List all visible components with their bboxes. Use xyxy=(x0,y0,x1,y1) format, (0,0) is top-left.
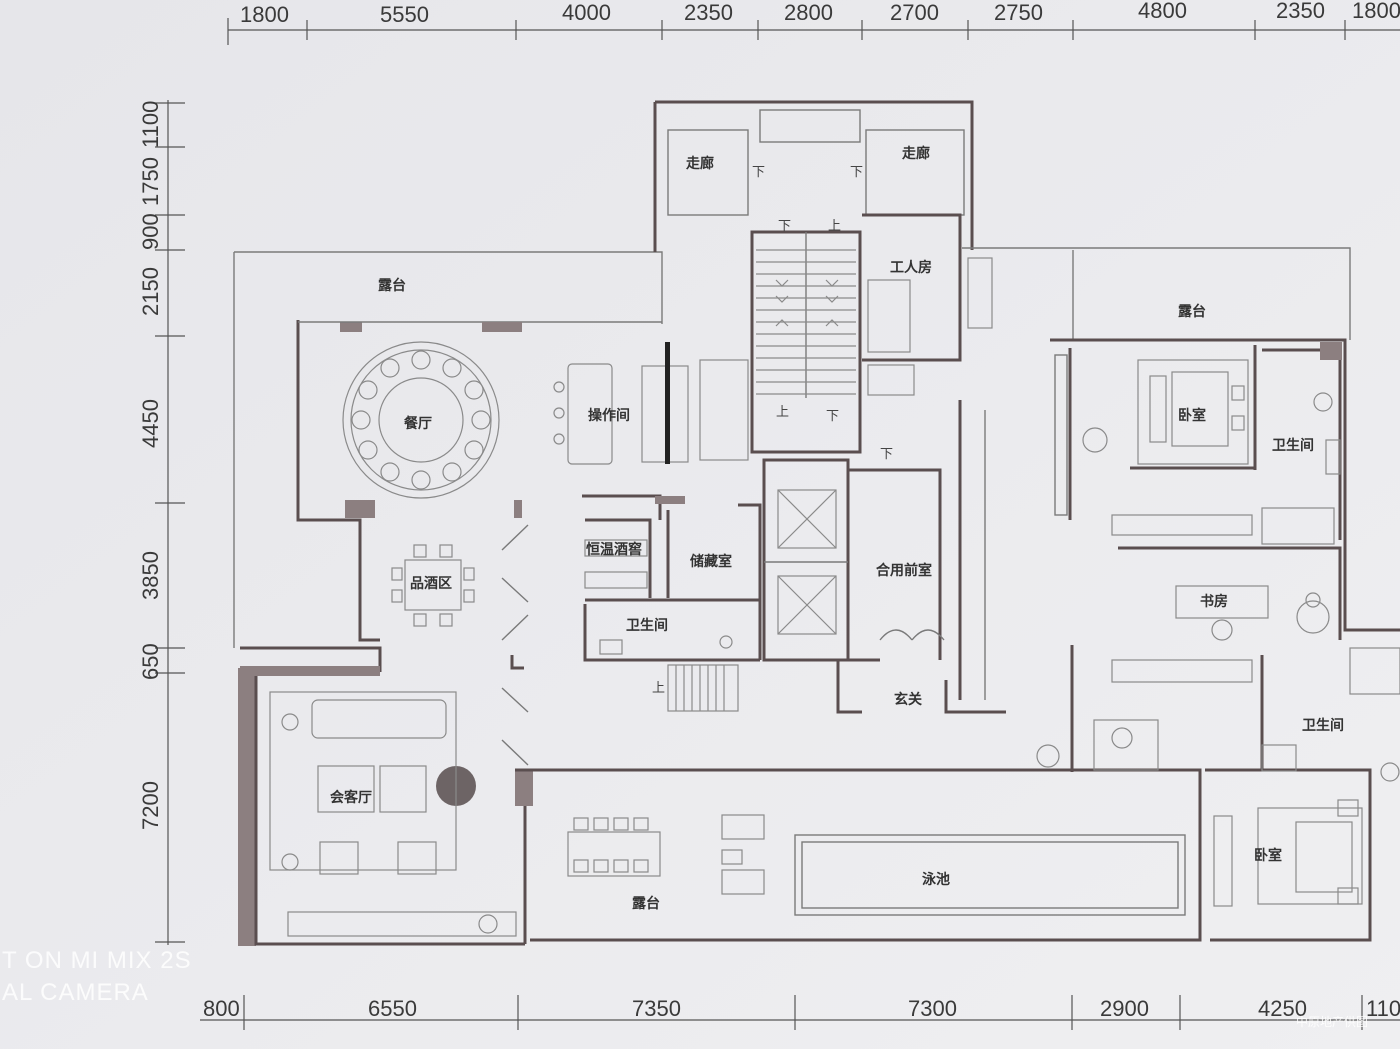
top-dim-9: 2350 xyxy=(1276,0,1325,23)
exterior-walls xyxy=(233,100,1400,946)
study xyxy=(1111,546,1342,683)
dining-room xyxy=(296,320,662,642)
camera-caption-line1: T ON MI MIX 2S xyxy=(2,947,192,974)
dining-chairs xyxy=(351,350,491,490)
terrace-furniture xyxy=(567,814,765,895)
left-dim-7: 650 xyxy=(138,643,163,680)
left-dim-6: 3850 xyxy=(138,551,163,600)
mark-stair-down-a: 下 xyxy=(778,219,791,234)
label-bathroom-1: 卫生间 xyxy=(1272,437,1314,454)
mark-stair-up-b: 上 xyxy=(776,405,789,420)
top-dimension-line: 1800 5550 4000 2350 2800 2700 2750 4800 … xyxy=(227,0,1400,45)
label-wine-cellar: 恒温酒窖 xyxy=(586,541,642,558)
label-bedroom-2: 卧室 xyxy=(1254,847,1282,864)
left-dim-4: 2150 xyxy=(138,267,163,316)
bathroom-1 xyxy=(1261,342,1342,545)
wine-tasting-table xyxy=(391,544,475,627)
camera-caption: T ON MI MIX 2S AL CAMERA xyxy=(2,947,192,1006)
bedroom-2 xyxy=(1213,799,1363,907)
mark-down-2: 下 xyxy=(850,165,863,180)
bottom-dim-6: 4250 xyxy=(1258,996,1307,1021)
label-entrance: 玄关 xyxy=(894,691,922,708)
kitchen-divider xyxy=(665,342,670,464)
worker-room xyxy=(862,213,993,396)
living-room-furniture xyxy=(269,691,517,937)
left-dimension-line: 1100 1750 900 2150 4450 3850 650 7200 xyxy=(138,100,185,945)
left-dim-3: 900 xyxy=(138,213,163,250)
bottom-dim-4: 7300 xyxy=(908,996,957,1021)
source-watermark: 中原地产供图 xyxy=(1296,1014,1368,1029)
top-dim-4: 2350 xyxy=(684,0,733,25)
label-corridor-right: 走廊 xyxy=(902,145,930,162)
label-pool: 泳池 xyxy=(922,871,950,888)
stair-marks: 下 下 下 上 上 下 下 上 xyxy=(652,165,893,696)
label-bathroom-3: 卫生间 xyxy=(1302,717,1344,734)
mark-down-3: 下 xyxy=(880,447,893,462)
glass-partitions xyxy=(501,500,529,766)
top-dim-6: 2700 xyxy=(890,0,939,25)
hall-furniture xyxy=(1036,645,1159,772)
label-shared-foyer: 合用前室 xyxy=(876,562,932,579)
label-dining: 餐厅 xyxy=(403,415,432,432)
label-study: 书房 xyxy=(1200,593,1228,610)
bathroom-2 xyxy=(1261,647,1400,782)
bottom-dimension-line: 800 6550 7350 7300 2900 4250 1100 xyxy=(200,995,1400,1030)
foyer xyxy=(836,400,1006,714)
top-dim-7: 2750 xyxy=(994,0,1043,25)
bottom-dim-1: 800 xyxy=(203,996,240,1021)
elevators xyxy=(762,458,850,662)
top-dim-10: 1800 xyxy=(1352,0,1400,23)
label-wine-tasting: 品酒区 xyxy=(410,576,452,592)
top-dim-1: 1800 xyxy=(240,2,289,27)
label-worker-room: 工人房 xyxy=(890,259,932,276)
mark-up-4: 上 xyxy=(652,681,665,696)
bottom-dim-2: 6550 xyxy=(368,996,417,1021)
top-dim-2: 5550 xyxy=(380,2,429,27)
lower-stair xyxy=(667,664,739,712)
kitchen xyxy=(553,342,749,465)
bottom-dim-7: 1100 xyxy=(1366,996,1400,1021)
label-living: 会客厅 xyxy=(330,789,372,806)
room-labels: 走廊 走廊 露台 工人房 露台 餐厅 操作间 卧室 卫生间 恒温酒窖 储藏室 合… xyxy=(330,145,1344,912)
label-corridor-left: 走廊 xyxy=(686,155,714,172)
left-dim-1: 1100 xyxy=(138,101,163,148)
central-staircase xyxy=(750,230,862,454)
top-dim-5: 2800 xyxy=(784,0,833,25)
mark-down-1: 下 xyxy=(752,165,765,180)
left-dim-8: 7200 xyxy=(138,781,163,830)
bedroom-1 xyxy=(1054,348,1253,536)
left-dim-5: 4450 xyxy=(138,399,163,448)
label-bathroom-2: 卫生间 xyxy=(626,617,668,634)
label-terrace-right: 露台 xyxy=(1178,303,1206,320)
bottom-dim-3: 7350 xyxy=(632,996,681,1021)
label-bedroom-1: 卧室 xyxy=(1178,407,1206,424)
label-terrace-bottom: 露台 xyxy=(632,895,660,912)
camera-caption-line2: AL CAMERA xyxy=(2,979,149,1006)
label-terrace-top: 露台 xyxy=(378,277,406,294)
left-dim-2: 1750 xyxy=(138,157,163,206)
service-block xyxy=(582,494,762,712)
bottom-dim-5: 2900 xyxy=(1100,996,1149,1021)
mark-stair-up-a: 上 xyxy=(828,219,841,234)
label-operation: 操作间 xyxy=(588,407,630,424)
top-dim-3: 4000 xyxy=(562,0,611,25)
top-dim-8: 4800 xyxy=(1138,0,1187,23)
label-storage: 储藏室 xyxy=(689,553,732,570)
mark-stair-down-b: 下 xyxy=(826,409,839,424)
